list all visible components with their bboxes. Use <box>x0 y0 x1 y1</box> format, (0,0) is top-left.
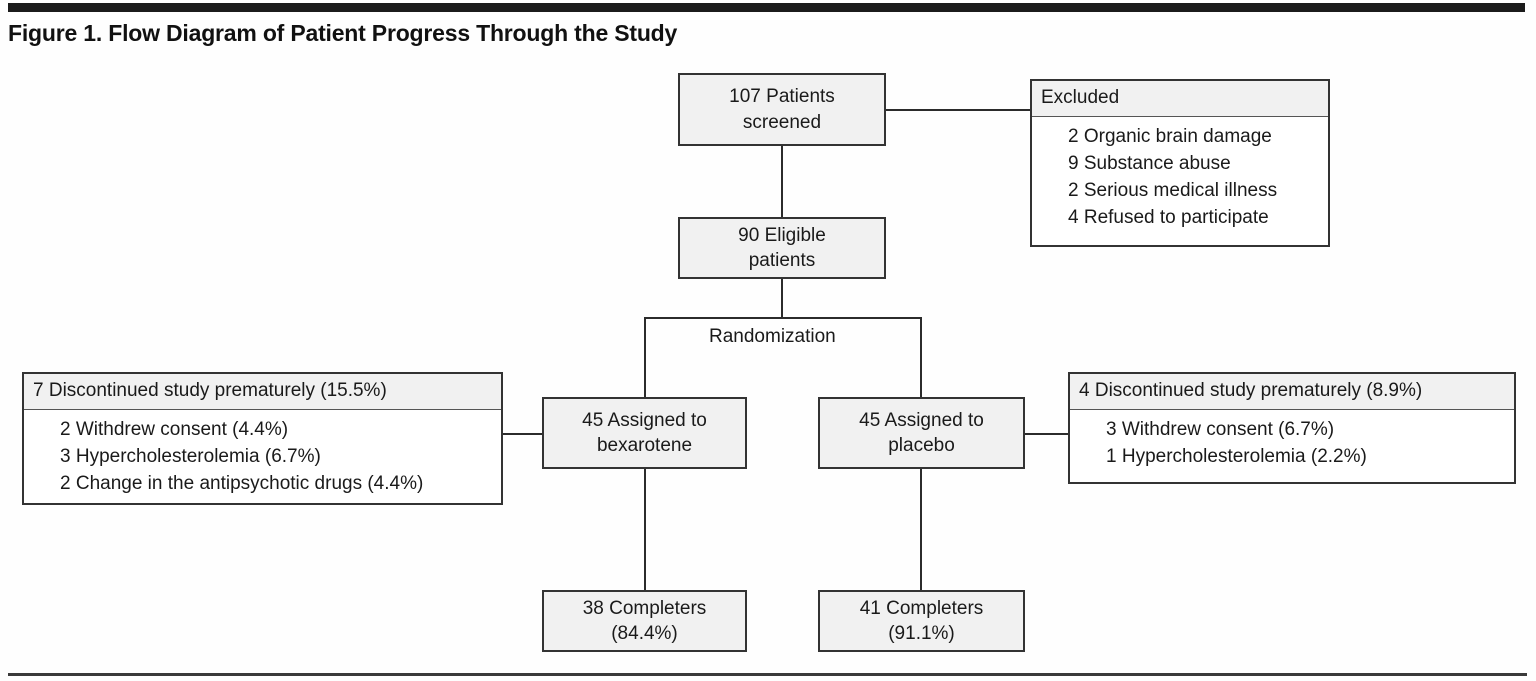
connector-randomization-left-drop <box>644 317 646 397</box>
excluded-item-0: 2 Organic brain damage <box>1068 125 1272 147</box>
connector-eligible-to-randomization <box>781 279 783 318</box>
excluded-item-2: 2 Serious medical illness <box>1068 179 1278 201</box>
node-patients-screened: 107 Patients screened <box>678 73 886 146</box>
panel-discontinued-bexarotene: 7 Discontinued study prematurely (15.5%)… <box>22 372 503 505</box>
node-completers-bexarotene-line1: 38 Completers <box>582 597 707 619</box>
discontinued-bexarotene-item-0: 2 Withdrew consent (4.4%) <box>60 418 289 440</box>
panel-discontinued-placebo-body: 3 Withdrew consent (6.7%) 1 Hypercholest… <box>1070 410 1514 477</box>
figure-title: Figure 1. Flow Diagram of Patient Progre… <box>8 20 678 46</box>
discontinued-placebo-item-1: 1 Hypercholesterolemia (2.2%) <box>1106 445 1367 467</box>
node-assigned-bexarotene-line2: bexarotene <box>596 435 693 456</box>
node-completers-placebo-line2: (91.1%) <box>888 623 955 644</box>
node-patients-screened-line2: screened <box>742 111 822 133</box>
node-assigned-placebo-line1: 45 Assigned to <box>859 409 984 431</box>
panel-excluded-body: 2 Organic brain damage 9 Substance abuse… <box>1032 117 1328 238</box>
connector-screened-to-eligible <box>781 146 783 217</box>
node-completers-bexarotene-line2: (84.4%) <box>611 623 678 644</box>
connector-discontinued-bexarotene-to-assigned <box>503 433 544 435</box>
node-completers-bexarotene: 38 Completers (84.4%) <box>542 590 747 652</box>
excluded-item-1: 9 Substance abuse <box>1068 152 1231 174</box>
panel-discontinued-bexarotene-header: 7 Discontinued study prematurely (15.5%) <box>24 374 501 410</box>
node-assigned-placebo-line2: placebo <box>888 435 955 456</box>
discontinued-bexarotene-item-1: 3 Hypercholesterolemia (6.7%) <box>60 445 321 467</box>
node-assigned-bexarotene-line1: 45 Assigned to <box>582 409 707 431</box>
panel-discontinued-placebo: 4 Discontinued study prematurely (8.9%) … <box>1068 372 1516 484</box>
bottom-rule <box>8 673 1527 676</box>
connector-randomization-bar <box>644 317 922 319</box>
connector-screened-to-excluded <box>886 109 1030 111</box>
node-assigned-placebo: 45 Assigned to placebo <box>818 397 1025 469</box>
node-completers-placebo-line1: 41 Completers <box>859 597 984 619</box>
connector-assigned-placebo-to-discontinued <box>1025 433 1068 435</box>
connector-bexarotene-to-completers <box>644 469 646 590</box>
panel-excluded-header: Excluded <box>1032 81 1328 117</box>
panel-discontinued-placebo-header: 4 Discontinued study prematurely (8.9%) <box>1070 374 1514 410</box>
node-eligible-patients: 90 Eligible patients <box>678 217 886 279</box>
node-eligible-patients-line2: patients <box>748 250 816 271</box>
excluded-item-3: 4 Refused to participate <box>1068 206 1269 228</box>
top-rule <box>8 3 1525 12</box>
node-completers-placebo: 41 Completers (91.1%) <box>818 590 1025 652</box>
randomization-label: Randomization <box>703 326 842 348</box>
connector-randomization-right-drop <box>920 317 922 397</box>
node-assigned-bexarotene: 45 Assigned to bexarotene <box>542 397 747 469</box>
panel-discontinued-bexarotene-body: 2 Withdrew consent (4.4%) 3 Hypercholest… <box>24 410 501 504</box>
node-patients-screened-line1: 107 Patients <box>729 86 835 108</box>
discontinued-bexarotene-item-2: 2 Change in the antipsychotic drugs (4.4… <box>60 472 424 494</box>
discontinued-placebo-item-0: 3 Withdrew consent (6.7%) <box>1106 418 1335 440</box>
connector-placebo-to-completers <box>920 469 922 590</box>
panel-excluded: Excluded 2 Organic brain damage 9 Substa… <box>1030 79 1330 247</box>
node-eligible-patients-line1: 90 Eligible <box>738 224 826 246</box>
